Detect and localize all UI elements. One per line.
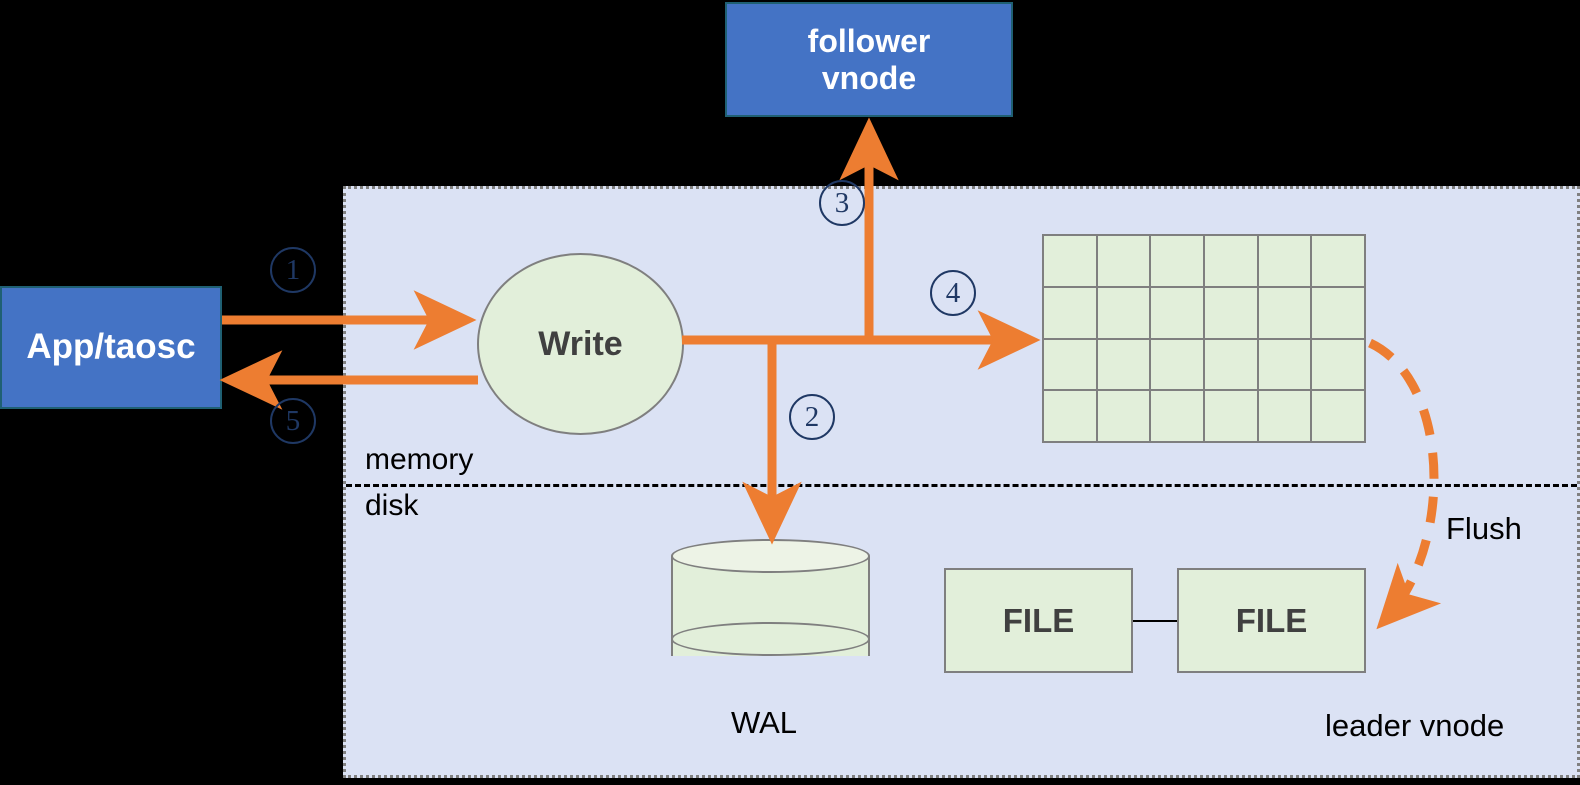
memtable-grid [1042,234,1366,443]
memtable-cell [1258,287,1311,338]
memtable-cell [1097,339,1150,390]
memtable-cell [1258,391,1311,441]
disk-label: disk [365,489,419,522]
follower-vnode-label-line2: vnode [821,59,917,96]
leader-vnode-label: leader vnode [1325,708,1505,743]
memtable-cell [1312,339,1364,390]
memtable-cell [1258,339,1311,390]
step-badge-2: 2 [789,394,835,440]
memtable-cell [1097,287,1150,338]
step-badge-3: 3 [819,180,865,226]
flush-label: Flush [1446,511,1522,546]
follower-vnode-label: follower vnode [808,23,931,97]
memtable-cell [1312,391,1364,441]
step-badge-5: 5 [270,398,316,444]
write-node: Write [477,253,684,435]
wal-cylinder [671,539,870,674]
memtable-cell [1151,339,1203,390]
wal-label: WAL [731,705,798,740]
file-box-1: FILE [944,568,1133,673]
memtable-cell [1044,236,1096,286]
memtable-cell [1044,339,1096,390]
memtable-cell [1205,287,1257,338]
memtable-cell [1312,287,1364,338]
memtable-cell [1097,236,1150,286]
memtable-cell [1205,391,1257,441]
file-box-2: FILE [1177,568,1366,673]
wal-cylinder-bottom [671,622,870,656]
memtable-cell [1151,391,1203,441]
follower-vnode-label-line1: follower [807,22,931,59]
step-badge-1: 1 [270,247,316,293]
file-connector-line [1133,620,1177,622]
memory-label: memory [365,443,474,476]
memtable-cell [1044,391,1096,441]
memtable-cell [1258,236,1311,286]
memtable-cell [1312,236,1364,286]
step-badge-4: 4 [930,270,976,316]
memtable-cell [1097,391,1150,441]
memtable-cell [1044,287,1096,338]
memtable-cell [1205,236,1257,286]
memory-disk-divider [346,484,1577,487]
app-taosc-node: App/taosc [0,286,222,409]
memtable-cell [1151,236,1203,286]
wal-cylinder-top [671,539,870,573]
follower-vnode-node: follower vnode [725,2,1013,117]
memtable-cell [1151,287,1203,338]
memtable-cell [1205,339,1257,390]
